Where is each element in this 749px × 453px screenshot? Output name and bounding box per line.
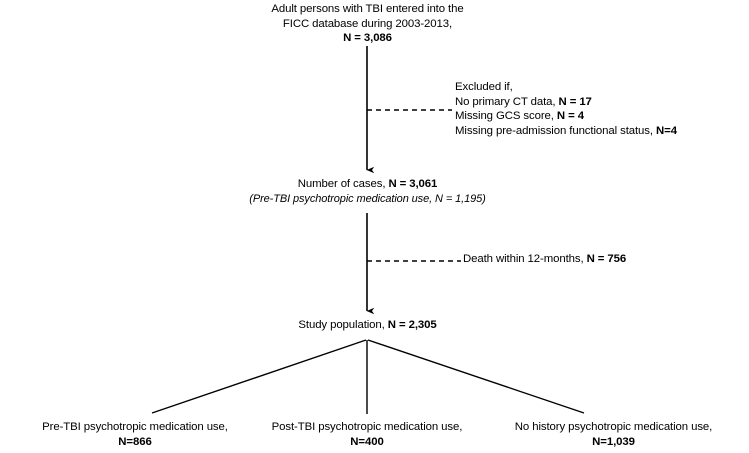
group-pre-count: N=866 (118, 435, 152, 448)
exclusion-missing-status-count: N=4 (656, 124, 677, 137)
cases-note: (Pre-TBI psychotropic medication use, N … (249, 192, 486, 205)
cases-count: N = 3,061 (388, 178, 438, 190)
node-source-cohort: Adult persons with TBI entered into the … (0, 2, 735, 46)
exclusions-heading: Excluded if, (455, 81, 513, 93)
node-group-pre-tbi: Pre-TBI psychotropic medication use, N=8… (0, 420, 270, 449)
group-none-count: N=1,039 (592, 435, 635, 448)
node-exclusions: Excluded if, No primary CT data, N = 17 … (455, 80, 749, 138)
node-death-within-12-months: Death within 12-months, N = 756 (463, 252, 749, 267)
node-group-post-tbi: Post-TBI psychotropic medication use, N=… (232, 420, 502, 449)
death-line: Death within 12-months, N = 756 (463, 252, 749, 267)
cases-label: Number of cases, (297, 178, 389, 190)
exclusion-no-ct-data-label: No primary CT data, (455, 95, 559, 108)
exclusion-missing-gcs: Missing GCS score, N = 4 (455, 109, 749, 124)
study-line: Study population, N = 2,305 (30, 318, 705, 333)
study-label: Study population, (298, 319, 388, 331)
cases-main-line: Number of cases, N = 3,061 (30, 177, 705, 192)
study-count: N = 2,305 (387, 319, 437, 331)
group-post-label: Post-TBI psychotropic medication use, (271, 421, 463, 433)
source-count: N = 3,086 (343, 32, 392, 45)
exclusion-missing-gcs-label: Missing GCS score, (455, 110, 557, 123)
node-study-population: Study population, N = 2,305 (30, 318, 705, 333)
exclusion-missing-status: Missing pre-admission functional status,… (455, 124, 749, 139)
exclusion-no-ct-data: No primary CT data, N = 17 (455, 95, 749, 110)
group-post-count: N=400 (350, 435, 384, 448)
split-line-right (367, 339, 585, 414)
exclusion-missing-status-label: Missing pre-admission functional status, (455, 124, 657, 137)
exclusion-missing-gcs-count: N = 4 (556, 110, 584, 123)
node-number-of-cases: Number of cases, N = 3,061 (Pre-TBI psyc… (30, 177, 705, 206)
death-label: Death within 12-months, (463, 253, 587, 265)
node-group-no-history: No history psychotropic medication use, … (478, 420, 749, 449)
source-line-2: FICC database during 2003-2013, (282, 17, 453, 30)
exclusion-no-ct-data-count: N = 17 (558, 95, 592, 108)
split-line-left (151, 339, 367, 414)
group-pre-label: Pre-TBI psychotropic medication use, (42, 421, 228, 433)
source-line-1: Adult persons with TBI entered into the (271, 3, 464, 15)
group-none-label: No history psychotropic medication use, (514, 421, 713, 433)
death-count: N = 756 (586, 253, 627, 265)
